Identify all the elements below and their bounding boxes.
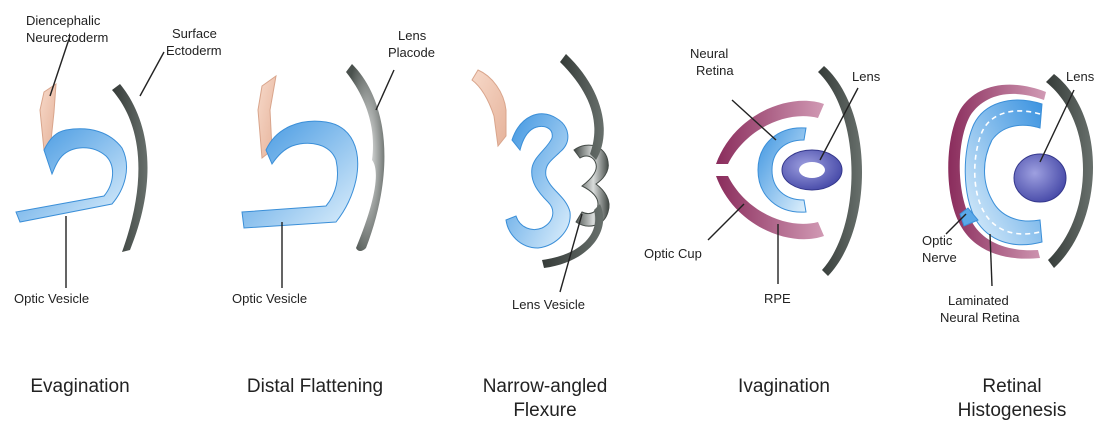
- stage-title-distal-flattening: Distal Flattening: [247, 376, 383, 397]
- label-neural-retina-line2: Retina: [696, 63, 734, 78]
- label-neural-retina-line1: Neural: [690, 46, 728, 61]
- optic-cup-forming-shape: [506, 114, 570, 248]
- optic-vesicle-shape: [16, 129, 127, 222]
- label-optic-cup: Optic Cup: [644, 246, 702, 261]
- label-lens-placode-line2: Placode: [388, 45, 435, 60]
- label-optic-nerve-line1: Optic: [922, 233, 953, 248]
- stage-title-line1: Retinal: [982, 376, 1041, 397]
- label-lens-vesicle: Lens Vesicle: [512, 297, 585, 312]
- stage-narrow-angled-flexure: Lens Vesicle Narrow-angled Flexure: [472, 54, 609, 421]
- stage-retinal-histogenesis: Lens Optic Nerve Laminated Neural Retina…: [922, 69, 1095, 421]
- lens-vesicle-forming-shape: [574, 145, 609, 226]
- label-diencephalic-line2: Neurectoderm: [26, 30, 108, 45]
- label-optic-vesicle: Optic Vesicle: [14, 291, 89, 306]
- label-laminated-line1: Laminated: [948, 293, 1009, 308]
- stage-title-line1: Narrow-angled: [483, 376, 608, 397]
- label-optic-vesicle: Optic Vesicle: [232, 291, 307, 306]
- label-lens: Lens: [852, 69, 881, 84]
- optic-vesicle-shape: [242, 121, 358, 228]
- stage-title-line2: Flexure: [513, 400, 576, 421]
- label-lens: Lens: [1066, 69, 1095, 84]
- label-optic-nerve-line2: Nerve: [922, 250, 957, 265]
- stage-distal-flattening: Lens Placode Optic Vesicle Distal Flatte…: [232, 28, 435, 397]
- stage-ivagination: Neural Retina Lens Optic Cup RPE Ivagina…: [644, 46, 881, 397]
- label-surface-ectoderm-line2: Ectoderm: [166, 43, 222, 58]
- label-diencephalic-line1: Diencephalic: [26, 13, 101, 28]
- stage-title-evagination: Evagination: [30, 376, 129, 397]
- lens-lumen-shape: [799, 162, 825, 178]
- label-rpe: RPE: [764, 291, 791, 306]
- label-surface-ectoderm-line1: Surface: [172, 26, 217, 41]
- stage-evagination: Diencephalic Neurectoderm Surface Ectode…: [14, 13, 222, 397]
- stage-title-line2: Histogenesis: [958, 400, 1067, 421]
- stage-title-ivagination: Ivagination: [738, 376, 830, 397]
- diencephalic-neurectoderm-shape: [472, 70, 506, 146]
- label-laminated-line2: Neural Retina: [940, 310, 1020, 325]
- label-lens-placode-line1: Lens: [398, 28, 427, 43]
